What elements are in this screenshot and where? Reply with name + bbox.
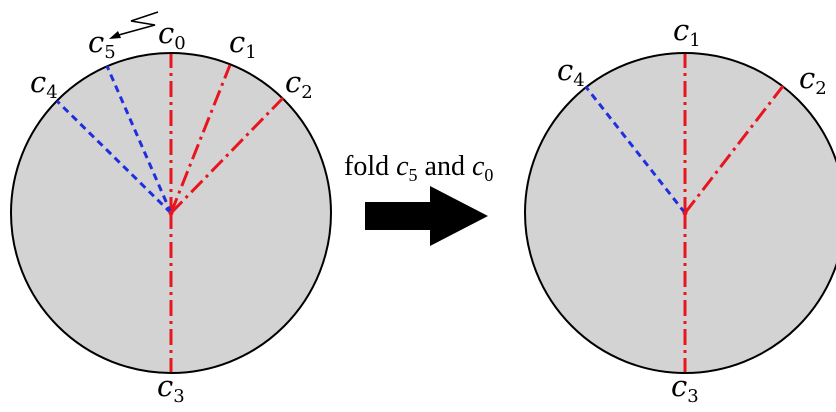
left-ray-c1: [169, 64, 232, 214]
fold-arrow-icon: [365, 186, 488, 246]
right-label-c3: c3: [671, 369, 699, 407]
left-label-c1: c1: [229, 25, 257, 63]
right-disc: [524, 52, 836, 374]
right-ray-c4: [584, 86, 687, 214]
left-label-c2: c2: [285, 65, 313, 103]
right-disc-group: c1 c2 c3 c4: [524, 13, 836, 407]
right-label-c2: c2: [799, 61, 827, 99]
right-label-c1: c1: [673, 13, 701, 51]
left-label-c5: c5: [88, 25, 116, 63]
left-disc-group: c0 c1 c2 c3 c4 c5: [10, 11, 332, 407]
left-ray-c2: [169, 96, 285, 215]
left-label-c3: c3: [157, 369, 185, 407]
right-center-dot: [682, 210, 688, 216]
right-label-c4: c4: [557, 53, 585, 91]
left-label-c0: c0: [158, 16, 186, 54]
left-ray-c5: [105, 65, 173, 214]
right-ray-c2: [683, 85, 785, 214]
left-ray-c4: [55, 99, 173, 215]
caption-fold-text: fold c5 and c0: [344, 151, 493, 185]
left-c5-fold-hint-arrow: [109, 11, 159, 39]
left-label-c4: c4: [30, 65, 58, 103]
left-center-dot: [168, 210, 174, 216]
